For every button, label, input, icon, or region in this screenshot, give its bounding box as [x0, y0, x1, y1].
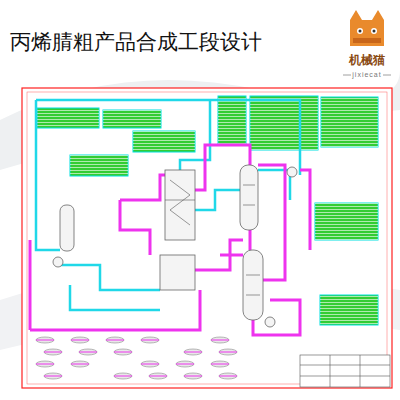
pump-symbol	[219, 349, 237, 355]
data-tables	[37, 96, 378, 325]
pump-symbol	[71, 361, 89, 367]
pump-symbol	[106, 337, 124, 343]
brand-name: 机械猫	[349, 52, 385, 69]
pump-symbol	[184, 373, 202, 379]
pump-symbol	[176, 361, 194, 367]
pump-symbol	[141, 361, 159, 367]
pump-symbol	[211, 337, 229, 343]
pump-symbol	[36, 337, 54, 343]
pump-symbol	[44, 349, 62, 355]
pump-symbol	[141, 337, 159, 343]
brand-latin: jixiecat	[352, 71, 381, 78]
cat-logo	[350, 10, 384, 46]
page-title: 丙烯腈粗产品合成工段设计	[10, 28, 262, 56]
pump-symbol	[211, 361, 229, 367]
pump-symbol	[36, 361, 54, 367]
table-rows	[37, 96, 378, 325]
inner-frame	[27, 92, 387, 384]
pump-symbol	[44, 373, 62, 379]
reactor-internals	[165, 180, 260, 295]
pump-symbol	[219, 373, 237, 379]
title-block	[300, 355, 390, 387]
pump-symbol	[114, 349, 132, 355]
magenta-pipes	[30, 145, 310, 335]
pump-symbol	[149, 373, 167, 379]
pump-symbols	[36, 337, 237, 379]
pump-symbol	[79, 349, 97, 355]
drawing-frame	[22, 88, 392, 388]
pump-symbol	[71, 337, 89, 343]
pump-symbol	[184, 349, 202, 355]
logo-dash	[383, 75, 391, 76]
equipment	[53, 165, 297, 327]
logo-dash	[343, 75, 351, 76]
pump-symbol	[114, 373, 132, 379]
